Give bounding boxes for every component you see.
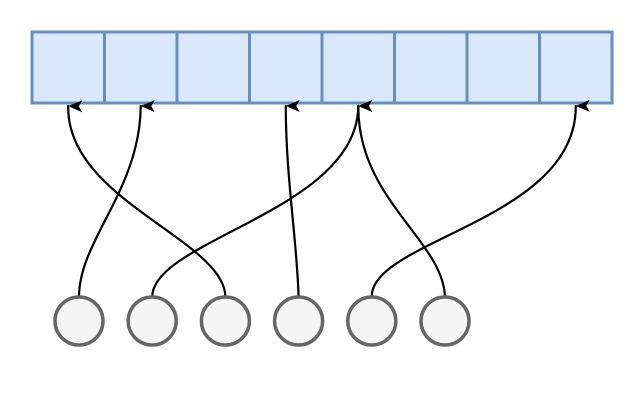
source-nodes: [53, 295, 471, 347]
array-slot-0: [30, 30, 106, 105]
array-slot-2: [175, 30, 251, 105]
source-node-0: [53, 295, 105, 347]
edge-node-3-to-slot-3: [284, 99, 300, 299]
array-slot-3: [248, 30, 324, 105]
edge-node-4-to-slot-7: [370, 99, 590, 299]
source-node-1: [126, 295, 178, 347]
edge-node-5-to-slot-4: [357, 100, 447, 299]
connections: [67, 99, 590, 299]
source-node-3: [272, 295, 325, 347]
array-slot-6: [465, 30, 541, 105]
array-slots: [30, 30, 614, 105]
edge-node-1-to-slot-4: [151, 100, 373, 299]
source-node-5: [419, 295, 471, 347]
array-slot-5: [393, 30, 469, 105]
source-node-4: [346, 295, 398, 347]
array-slot-4: [320, 30, 396, 105]
array-slot-1: [103, 30, 179, 105]
array-slot-7: [538, 30, 614, 105]
edge-node-0-to-slot-1: [77, 100, 155, 299]
source-node-2: [199, 295, 252, 347]
edge-node-2-to-slot-0: [67, 100, 227, 299]
